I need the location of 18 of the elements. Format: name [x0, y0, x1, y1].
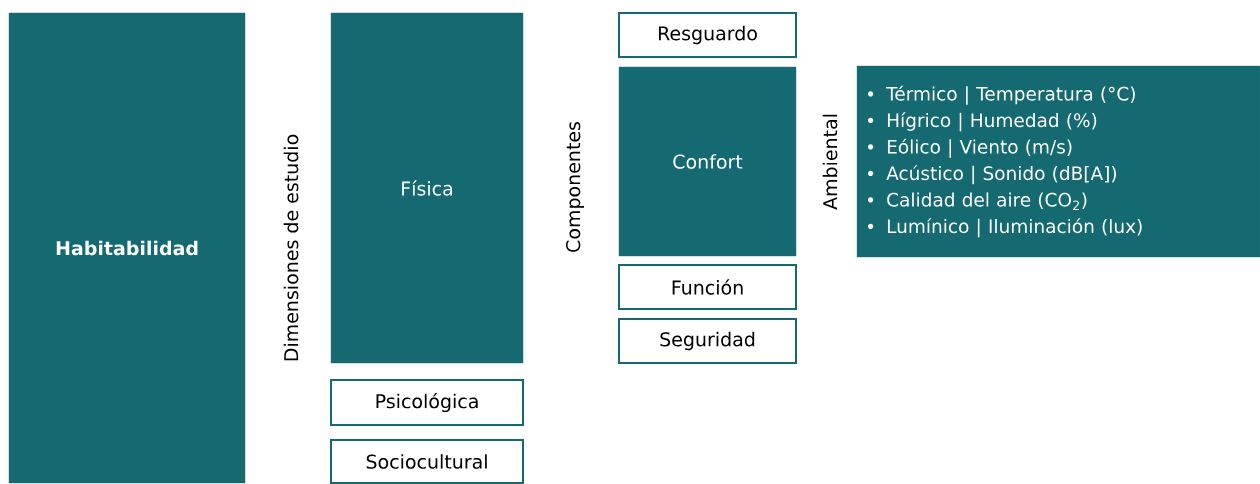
- node-label: Hígrico | Humedad (%): [887, 112, 1097, 132]
- category-box: Confort: [618, 66, 797, 257]
- axis-heading: Dimensiones de estudio: [283, 134, 299, 361]
- axis-heading: Componentes: [566, 121, 585, 252]
- node-label: Calidad del aire (CO$_{2}$): [887, 192, 1087, 211]
- node-label: Eólico | Viento (m/s): [887, 138, 1072, 158]
- node-label: Lumínico | Iluminación (lux): [887, 218, 1142, 238]
- heading: Ambiental: [822, 114, 838, 210]
- node-label: Acústico | Sonido (dB[A]): [886, 165, 1117, 185]
- node-label: Térmico | Temperatura (°C): [886, 85, 1135, 105]
- category-box: Seguridad: [618, 318, 797, 364]
- category-box: Psicológica: [330, 379, 524, 426]
- category-box: Resguardo: [618, 12, 797, 58]
- category-box: Función: [618, 264, 797, 310]
- category-box: Sociocultural: [330, 439, 524, 484]
- list-box: Térmico | Temperatura (°C) Hígrico | Humedad (%) Eólico | Viento (m/s) Acústico | Sonido (dB[A]) Calidad del aire (CO$_{2}$) Lumínico | Iluminación (lux): [856, 65, 1260, 258]
- category-box: Física: [330, 12, 524, 364]
- category-box: Habitabilidad: [8, 12, 246, 484]
